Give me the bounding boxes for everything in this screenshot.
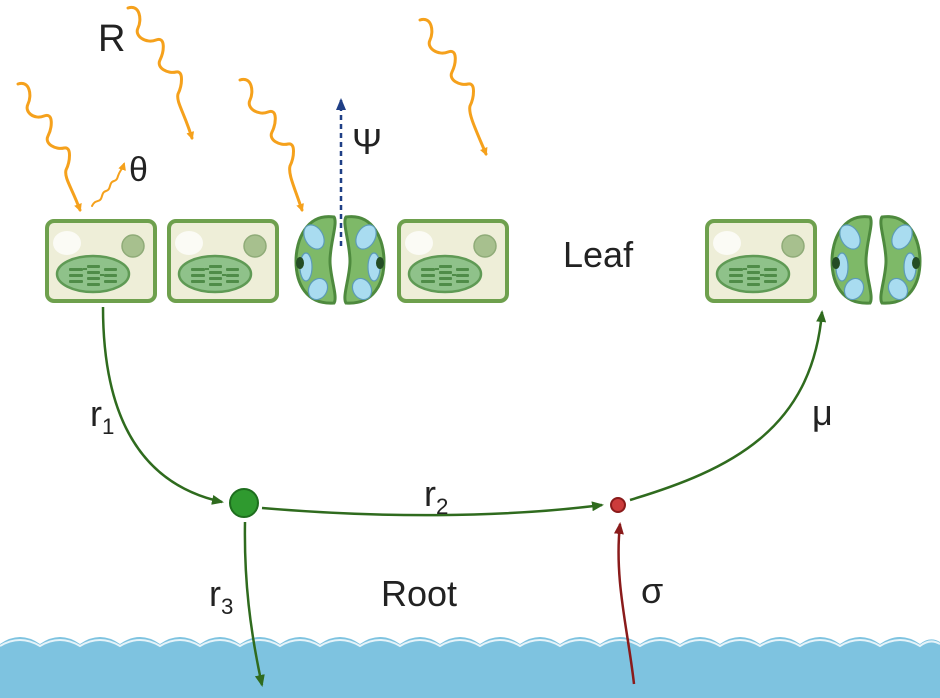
radiation-ray xyxy=(126,5,195,140)
arrow-leaf-to-root xyxy=(101,306,224,505)
label-thermal-emission: θ xyxy=(129,151,148,189)
leaf-cell xyxy=(167,219,279,303)
label-leaf: Leaf xyxy=(563,234,634,275)
root-node xyxy=(229,488,259,518)
label-evaporation: Ψ xyxy=(352,121,383,162)
arrow-root-to-sink xyxy=(261,501,604,517)
leaf-cell xyxy=(397,219,509,303)
sink-node xyxy=(610,497,626,513)
radiation-ray xyxy=(418,17,488,156)
label-r1: r1 xyxy=(90,393,115,439)
water-surface xyxy=(0,637,940,698)
radiation-ray xyxy=(16,81,82,212)
label-mu: μ xyxy=(812,392,833,433)
radiation-ray xyxy=(238,77,304,212)
stomata xyxy=(294,215,386,305)
label-r2: r2 xyxy=(424,473,449,519)
leaf-cell xyxy=(45,219,157,303)
label-radiation: R xyxy=(98,18,126,60)
arrow-root-to-water xyxy=(243,521,265,687)
stomata xyxy=(830,215,922,305)
label-root: Root xyxy=(381,573,458,614)
arrow-water-to-sink xyxy=(613,522,636,685)
thermal-emission-ray xyxy=(91,162,126,207)
label-r3: r3 xyxy=(209,573,234,619)
leaf-cell xyxy=(705,219,817,303)
solar-radiation-rays xyxy=(16,5,488,212)
arrow-sink-to-leaf xyxy=(629,310,827,502)
label-sigma: σ xyxy=(641,570,664,611)
